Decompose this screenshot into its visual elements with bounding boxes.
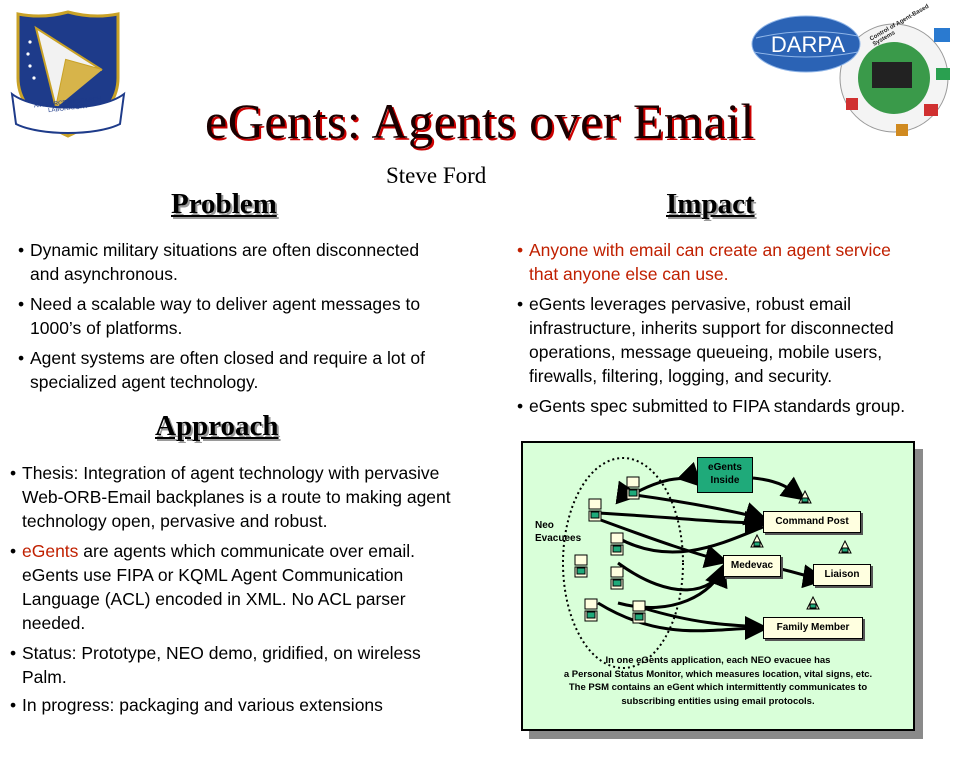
diagram-caption: In one eGents application, each NEO evac…: [563, 655, 873, 707]
command-post-node: Command Post: [763, 511, 861, 533]
problem-bullet-1: • Dynamic military situations are often …: [18, 240, 420, 284]
approach-bullet-4: • In progress: packaging and various ext…: [10, 695, 383, 715]
bullet-dot: •: [18, 240, 25, 260]
problem-bullet-2: • Need a scalable way to deliver agent m…: [18, 294, 421, 338]
diagram-connections: [562, 457, 852, 669]
egents-inside-box: eGents Inside: [697, 457, 753, 493]
neo-evacuees-label: Neo Evacuees: [535, 520, 582, 544]
family-member-node: Family Member: [763, 617, 863, 639]
bullet-dot: •: [517, 240, 524, 260]
impact-bullet-2: • eGents leverages pervasive, robust ema…: [517, 294, 894, 386]
medevac-node: Medevac: [723, 555, 781, 577]
author-name: Steve Ford: [386, 163, 487, 188]
darpa-logo-text: DARPA: [770, 32, 846, 57]
bullet-dot: •: [10, 541, 17, 561]
bullet-dot: •: [10, 643, 17, 663]
afrl-logo: AIR FORCE RESEARCH LABORATORY: [6, 8, 130, 140]
slide-title: eGents: Agents over Email: [205, 93, 755, 149]
problem-bullet-3: • Agent systems are often closed and req…: [18, 348, 425, 392]
egents-highlight: eGents: [22, 541, 79, 561]
egents-diagram: eGents Inside Neo Evacuees Command Post …: [521, 441, 915, 731]
approach-bullet-1: • Thesis: Integration of agent technolog…: [10, 463, 451, 531]
bullet-dot: •: [18, 348, 25, 368]
approach-heading: Approach: [155, 410, 279, 442]
impact-bullet-3: • eGents spec submitted to FIPA standard…: [517, 396, 906, 416]
bullet-dot: •: [10, 695, 17, 715]
problem-heading: Problem: [171, 188, 277, 220]
bullet-dot: •: [517, 294, 524, 314]
approach-bullet-3: • Status: Prototype, NEO demo, gridified…: [10, 643, 421, 687]
impact-bullet-1: • Anyone with email can create an agent …: [517, 240, 891, 284]
approach-bullet-2: • eGents are agents which communicate ov…: [10, 541, 415, 633]
darpa-logo: DARPA Control of Agent-Based Systems: [746, 4, 956, 144]
bullet-dot: •: [517, 396, 524, 416]
impact-heading: Impact: [666, 188, 755, 220]
bullet-dot: •: [18, 294, 25, 314]
liaison-node: Liaison: [813, 564, 871, 586]
bullet-dot: •: [10, 463, 17, 483]
